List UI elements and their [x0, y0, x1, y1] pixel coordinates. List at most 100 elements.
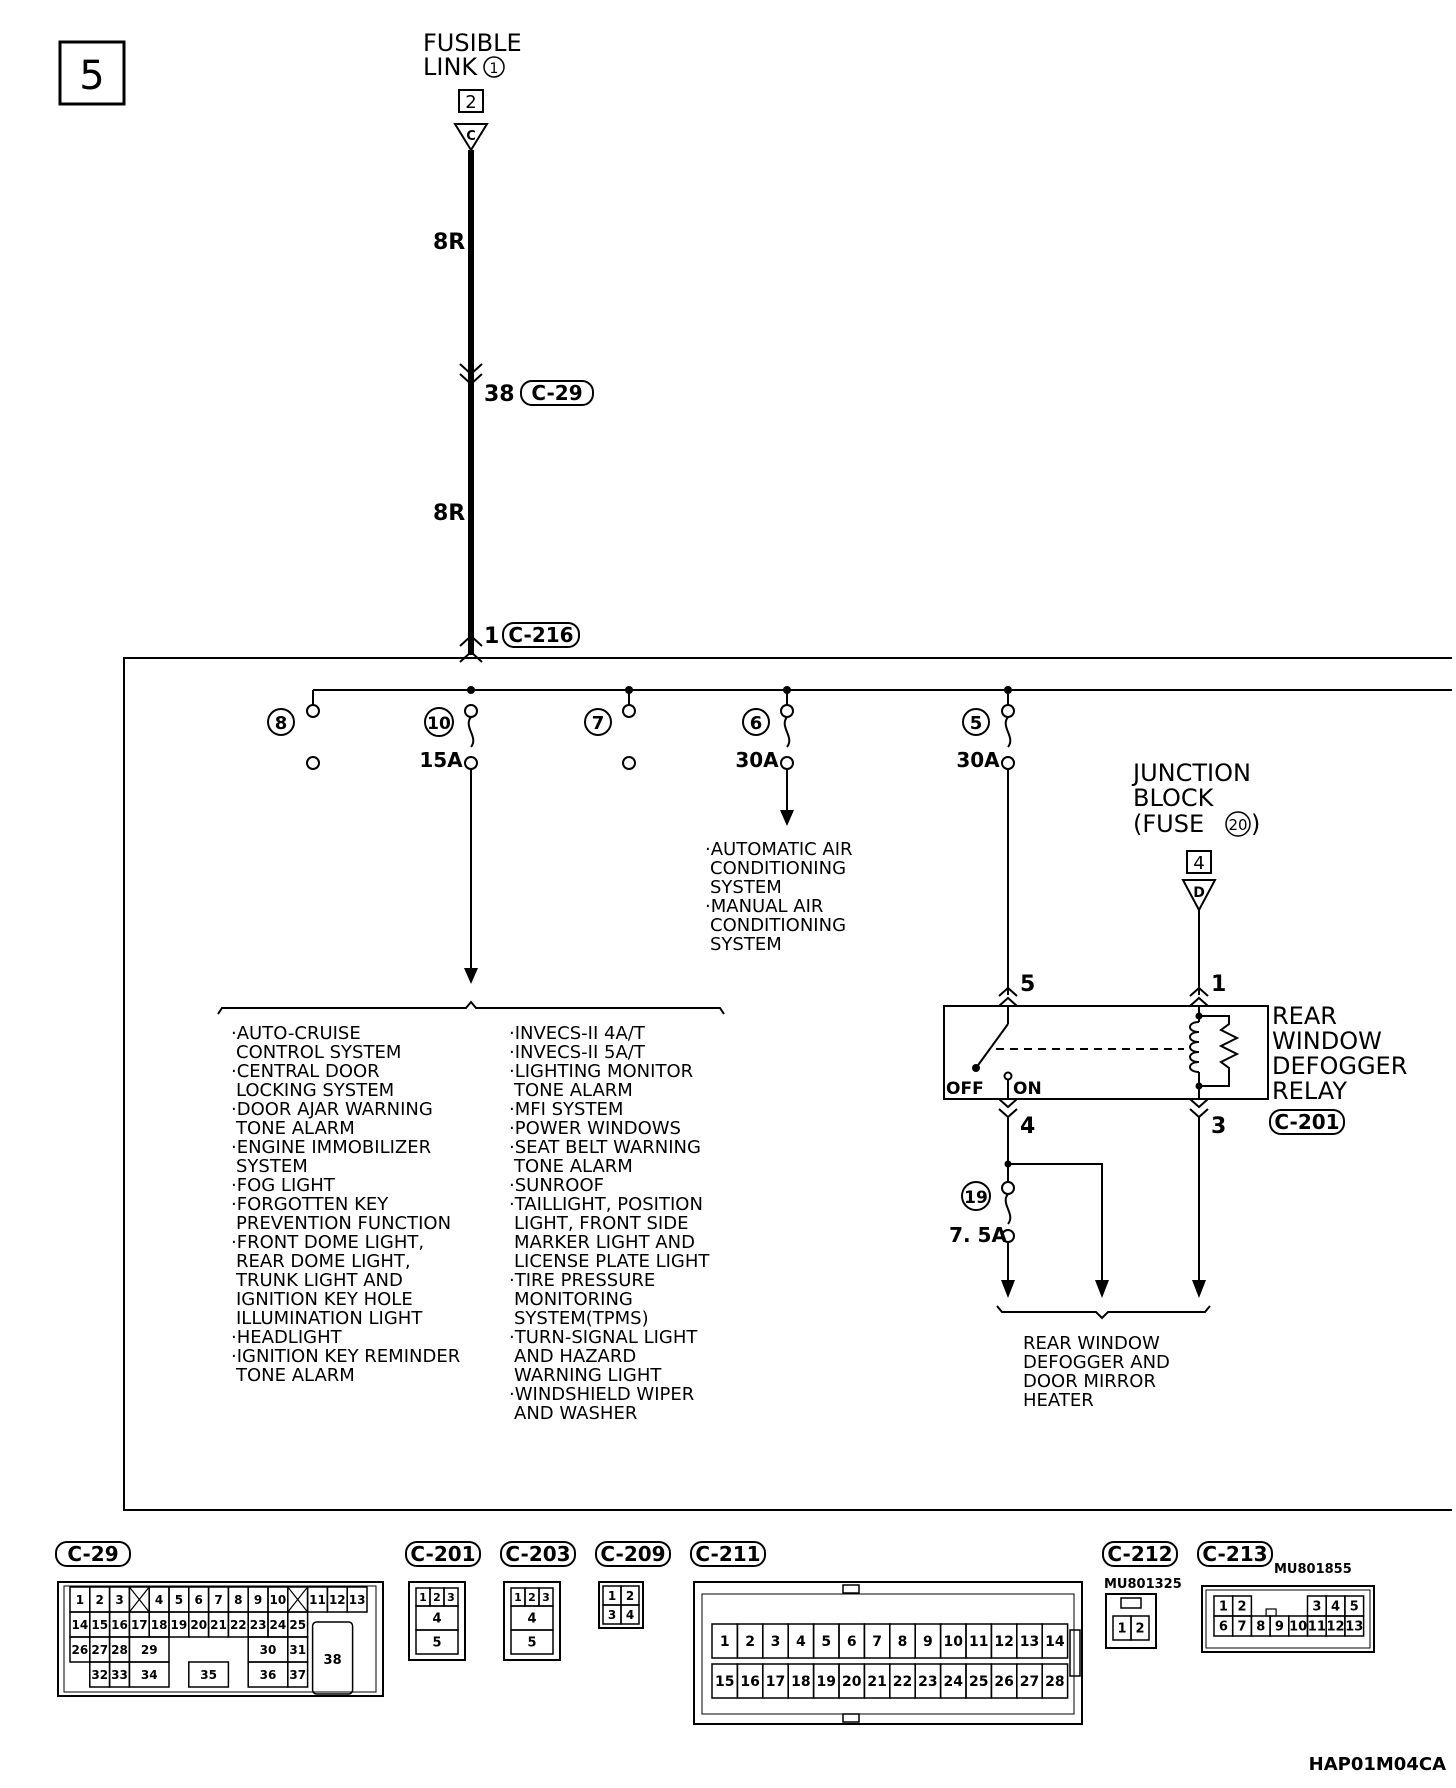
junction-label-1: JUNCTION — [1131, 759, 1251, 787]
c201-pin: 1 — [419, 1591, 427, 1604]
load-line: DOOR MIRROR — [1023, 1371, 1156, 1392]
relay-off-contact — [972, 1064, 980, 1072]
system-line: ·FORGOTTEN KEY — [231, 1194, 389, 1215]
relay-box — [943, 1005, 1269, 1100]
system-line: ·INVECS-II 4A/T — [509, 1023, 646, 1044]
connector-c216-chevron-1 — [459, 634, 483, 647]
defogger-output-arrow — [1001, 1280, 1015, 1298]
c209-housing — [598, 1581, 644, 1629]
source-connector-triangle — [453, 123, 489, 152]
system-line: MARKER LIGHT AND — [514, 1232, 695, 1253]
c209-pin: 2 — [626, 1589, 634, 1603]
c211-pin: 10 — [944, 1634, 964, 1650]
c213-view-label-box — [1197, 1541, 1273, 1567]
relay-connector-box — [1269, 1109, 1345, 1135]
relay-pin-5: 5 — [1020, 972, 1035, 997]
c29-pin: 1 — [76, 1593, 84, 1607]
system-line: SYSTEM — [236, 1156, 308, 1177]
c213-part-number: MU801855 — [1274, 1562, 1352, 1577]
c203-view-label: C-203 — [505, 1542, 570, 1566]
c213-view-label: C-213 — [1202, 1542, 1267, 1566]
c211-pin: 6 — [847, 1634, 857, 1650]
c29-pin: 9 — [254, 1593, 262, 1607]
c211-view-label-box — [690, 1541, 766, 1567]
c29-pin: 7 — [214, 1593, 222, 1607]
fuse-6-number-circle — [742, 708, 770, 736]
relay-pin3-chevron-1 — [1189, 1098, 1209, 1109]
c213-pin: 6 — [1219, 1620, 1228, 1635]
systems-list-left: ·AUTO-CRUISE CONTROL SYSTEM ·CENTRAL DOO… — [231, 1023, 460, 1386]
relay-name-1: REAR — [1272, 1002, 1337, 1030]
c29-pin: 13 — [349, 1593, 366, 1607]
c29-pin: 22 — [230, 1618, 247, 1632]
c211-pin: 15 — [715, 1674, 734, 1690]
relay-switch-arm — [975, 1023, 1009, 1069]
relay-pin-3: 3 — [1211, 1114, 1226, 1139]
fuse-8-number: 8 — [275, 713, 288, 734]
mirror-branch-wire — [1008, 1163, 1103, 1280]
c213-cell — [1344, 1615, 1365, 1637]
systems-brace — [217, 1000, 725, 1015]
system-line: WARNING LIGHT — [514, 1365, 662, 1386]
page-number: 5 — [79, 53, 104, 99]
c209-view-label: C-209 — [600, 1542, 665, 1566]
system-line: LIGHT, FRONT SIDE — [514, 1213, 688, 1234]
c29-cell — [188, 1661, 230, 1688]
c29-pin: 5 — [175, 1593, 183, 1607]
ac-system-line: SYSTEM — [710, 877, 782, 898]
bus-junction-dot-10 — [467, 686, 475, 694]
relay-resistor — [1199, 1015, 1240, 1087]
junction-terminal-box — [1186, 850, 1212, 874]
c211-pin: 14 — [1045, 1634, 1065, 1650]
c201-pin: 4 — [432, 1612, 441, 1627]
c29-pin: 25 — [289, 1618, 306, 1632]
junction-label-2: BLOCK — [1133, 784, 1215, 812]
wire-color-upper: 8R — [433, 230, 465, 255]
relay-pin3-chevron-2 — [1189, 1108, 1209, 1119]
c201-view-label: C-201 — [410, 1542, 475, 1566]
c29-pin: 36 — [260, 1668, 277, 1682]
fuse-10-number: 10 — [427, 714, 451, 734]
c211-housing-inner — [701, 1593, 1075, 1715]
c29-cell — [128, 1661, 170, 1688]
c29-housing — [57, 1581, 384, 1697]
fuse-7-number-circle — [584, 708, 612, 736]
c29-label: C-29 — [531, 381, 582, 405]
connector-c29-chevron-2 — [459, 373, 483, 386]
c211-pin: 27 — [1020, 1674, 1039, 1690]
system-line: ·IGNITION KEY REMINDER — [231, 1346, 460, 1367]
system-line: MONITORING — [514, 1289, 633, 1310]
c29-pin: 12 — [329, 1593, 346, 1607]
relay-coil — [1189, 1021, 1200, 1073]
c203-pin: 3 — [542, 1591, 550, 1604]
junction-terminal: 4 — [1193, 853, 1204, 874]
c211-housing — [693, 1581, 1083, 1725]
junction-connector-triangle — [1181, 879, 1217, 913]
c216-label: C-216 — [508, 623, 573, 647]
c29-view-label: C-29 — [67, 1542, 118, 1566]
c29-cell — [287, 1661, 309, 1688]
c29-pin: 29 — [141, 1643, 158, 1657]
c29-big-pin: 38 — [324, 1653, 342, 1668]
system-line: ·CENTRAL DOOR — [231, 1061, 380, 1082]
c211-pin: 22 — [893, 1674, 912, 1690]
c211-pin: 3 — [771, 1634, 781, 1650]
system-line: REAR DOME LIGHT, — [236, 1251, 411, 1272]
c29-pin: 27 — [91, 1643, 108, 1657]
relay-on-label: ON — [1013, 1079, 1042, 1099]
system-line: LOCKING SYSTEM — [236, 1080, 394, 1101]
coil-output-arrow — [1192, 1280, 1206, 1298]
fuse-5-terminal-bottom — [1001, 756, 1015, 770]
systems-list-right: ·INVECS-II 4A/T ·INVECS-II 5A/T ·LIGHTIN… — [509, 1023, 710, 1424]
load-line: REAR WINDOW — [1023, 1333, 1160, 1354]
c29-label-box — [520, 380, 594, 406]
c211-pin: 23 — [918, 1674, 937, 1690]
c29-pin: 33 — [111, 1668, 128, 1682]
c211-cell — [1041, 1623, 1069, 1659]
relay-pin1-chevron-1 — [1189, 986, 1209, 997]
fusible-link-number-circle — [483, 56, 505, 78]
fuse-5-element — [1004, 716, 1012, 748]
